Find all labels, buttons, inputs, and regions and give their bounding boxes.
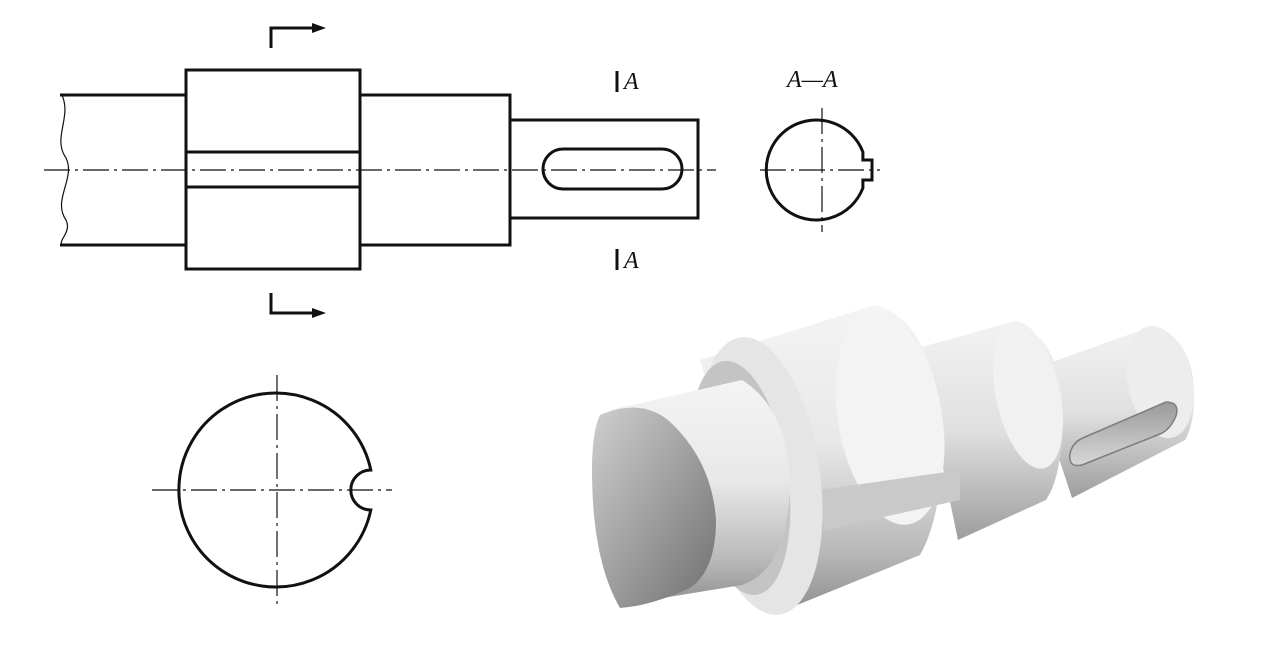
section-view-title: A—A [785,67,838,93]
model-middle-face [993,321,1063,469]
model-hub-face [835,311,945,525]
section-a-marks: A A [615,69,639,274]
cut-mark-bottom [269,293,312,315]
shaft-3d-model [592,305,1194,615]
model-key-slot [1069,401,1178,467]
cut-mark-top [269,26,312,48]
left-shaft-outline [60,93,186,247]
section-a-a-profile [764,118,874,222]
hub-section-view [152,375,392,605]
end-shaft-outline [510,118,700,220]
arrow-right-icon [312,23,326,33]
section-cut-marks [269,23,326,318]
break-line [60,94,70,246]
middle-step-outline [360,93,512,247]
model-hub-keyway [820,470,960,530]
section-a-a-view: A—A [760,67,880,232]
section-a-label-top: A [622,69,639,95]
arrow-right-icon [312,308,326,318]
hub-section-profile [177,391,373,589]
section-a-label-bottom: A [622,248,639,274]
model-flat-face [592,407,716,608]
keyway-slot [541,147,684,191]
front-view [44,68,716,271]
